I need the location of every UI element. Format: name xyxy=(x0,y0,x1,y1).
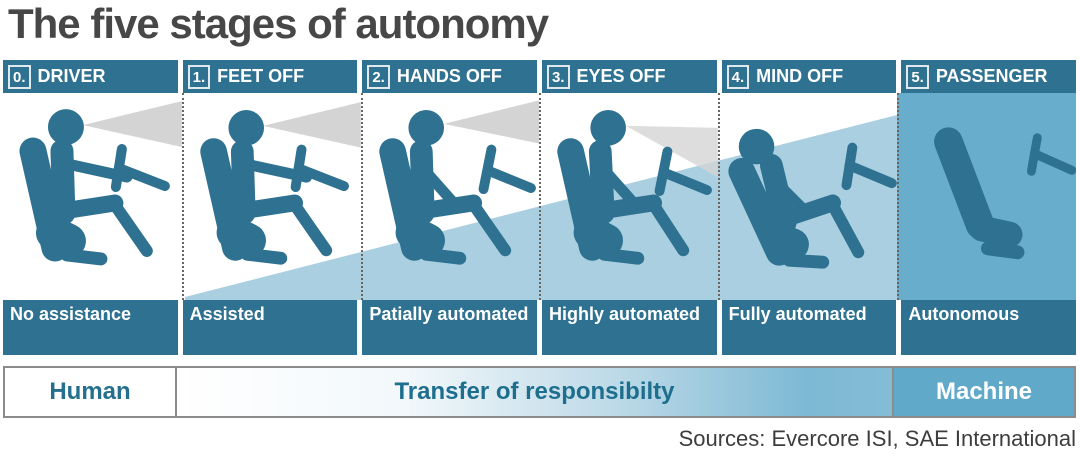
stage-number-badge: 4. xyxy=(726,64,750,89)
stage-label-autonomous: Autonomous xyxy=(901,300,1076,355)
stage-header-row: 0. DRIVER 1. FEET OFF 2. HANDS OFF 3. EY… xyxy=(3,60,1076,93)
person-driving-icon xyxy=(200,102,361,265)
page-title: The five stages of autonomy xyxy=(8,0,549,47)
stage-label-highly-automated: Highly automated xyxy=(542,300,717,355)
stage-header-feet-off: 1. FEET OFF xyxy=(182,60,358,93)
stage-number-badge: 0. xyxy=(8,64,31,89)
human-label: Human xyxy=(5,368,177,416)
figure-row xyxy=(3,93,1076,300)
empty-seat-icon xyxy=(934,127,1076,260)
person-reclined-icon xyxy=(728,128,898,269)
stage-number-badge: 5. xyxy=(906,64,929,89)
person-eyes-off-icon xyxy=(557,110,719,265)
figure-cell-hands-off xyxy=(360,93,540,300)
stage-number-badge: 3. xyxy=(547,64,570,89)
sources-credit: Sources: Evercore ISI, SAE International xyxy=(678,426,1076,451)
stage-header-mind-off: 4. MIND OFF xyxy=(721,60,897,93)
stage-label-partially-automated: Patially automated xyxy=(362,300,537,355)
stage-header-label: FEET OFF xyxy=(217,66,305,86)
stage-label-row: No assistance Assisted Patially automate… xyxy=(3,300,1076,355)
stage-header-label: HANDS OFF xyxy=(396,66,502,86)
stage-label-no-assistance: No assistance xyxy=(3,300,178,355)
stage-header-hands-off: 2. HANDS OFF xyxy=(362,60,537,93)
stage-header-eyes-off: 3. EYES OFF xyxy=(542,60,717,93)
transfer-of-responsibility-label: Transfer of responsibilty xyxy=(177,368,894,416)
person-hands-off-icon xyxy=(378,100,540,265)
person-driving-icon xyxy=(19,101,182,266)
stage-header-driver: 0. DRIVER xyxy=(3,60,178,93)
figure-cell-driver xyxy=(3,93,182,300)
stage-header-passenger: 5. PASSENGER xyxy=(901,60,1076,93)
stage-label-fully-automated: Fully automated xyxy=(721,300,897,355)
stage-label-assisted: Assisted xyxy=(182,300,358,355)
figure-cell-eyes-off xyxy=(539,93,719,300)
stage-number-badge: 2. xyxy=(367,64,390,89)
figure-cell-feet-off xyxy=(181,93,361,300)
stage-header-label: EYES OFF xyxy=(576,66,666,86)
machine-label: Machine xyxy=(894,368,1074,416)
figure-cell-mind-off xyxy=(718,93,898,300)
stage-number-badge: 1. xyxy=(187,64,211,89)
stage-header-label: MIND OFF xyxy=(756,66,844,86)
stage-header-label: PASSENGER xyxy=(935,66,1048,86)
stage-header-label: DRIVER xyxy=(37,66,106,86)
responsibility-bar: Human Transfer of responsibilty Machine xyxy=(3,366,1076,418)
figure-cell-passenger xyxy=(897,93,1076,300)
